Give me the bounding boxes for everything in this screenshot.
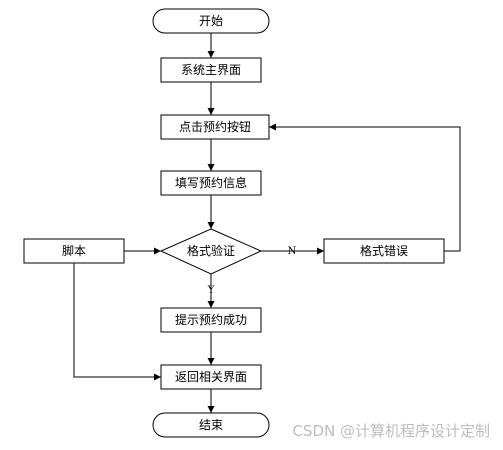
node-validate-label: 格式验证 [187, 243, 235, 258]
node-success-label: 提示预约成功 [175, 312, 247, 327]
node-format-error-label: 格式错误 [360, 243, 408, 258]
node-start: 开始 [152, 8, 270, 34]
node-script: 脚本 [23, 238, 125, 264]
watermark: CSDN @计算机程序设计定制 [292, 422, 490, 440]
edge-error-back-to-click [269, 123, 461, 252]
node-validate: 格式验证 [159, 228, 263, 275]
node-script-label: 脚本 [62, 243, 86, 258]
edge-label-yes: Y [207, 285, 215, 296]
edge-script-to-return [73, 263, 161, 381]
node-main-ui: 系统主界面 [160, 57, 262, 83]
node-end-label: 结束 [199, 418, 223, 432]
connectors [73, 33, 461, 413]
node-return-ui: 返回相关界面 [160, 364, 262, 390]
node-main-ui-label: 系统主界面 [181, 63, 241, 77]
node-format-error: 格式错误 [323, 238, 445, 264]
node-fill-info-label: 填写预约信息 [175, 175, 247, 190]
node-success: 提示预约成功 [160, 307, 262, 333]
node-return-ui-label: 返回相关界面 [175, 370, 247, 384]
node-click-button: 点击预约按钮 [160, 114, 270, 140]
node-fill-info: 填写预约信息 [160, 170, 262, 196]
node-end: 结束 [152, 412, 270, 438]
edge-label-no: N [288, 246, 297, 257]
node-click-button-label: 点击预约按钮 [179, 119, 251, 134]
node-start-label: 开始 [199, 14, 223, 28]
